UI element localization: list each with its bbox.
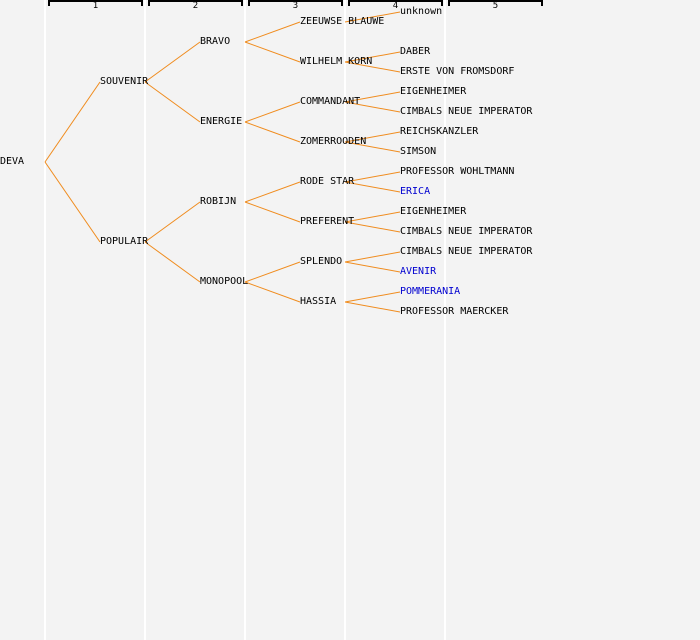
pedigree-node-gen5[interactable]: AVENIR bbox=[400, 266, 437, 277]
pedigree-node-gen4[interactable]: RODE STAR bbox=[300, 176, 355, 187]
pedigree-edge bbox=[344, 141, 401, 153]
pedigree-edge bbox=[44, 161, 101, 243]
generation-header-bracket bbox=[48, 0, 143, 6]
generation-header-1: 1 bbox=[92, 1, 99, 11]
pedigree-edge bbox=[144, 81, 201, 123]
pedigree-edge bbox=[344, 221, 401, 233]
pedigree-edge bbox=[244, 201, 301, 223]
pedigree-node-gen4[interactable]: ZEEUWSE BLAUWE bbox=[300, 16, 385, 27]
pedigree-edge bbox=[344, 211, 401, 223]
pedigree-node-gen5[interactable]: PROFESSOR MAERCKER bbox=[400, 306, 509, 317]
pedigree-edge bbox=[344, 171, 401, 183]
pedigree-edge bbox=[344, 301, 401, 313]
pedigree-edge bbox=[344, 291, 401, 303]
pedigree-edge bbox=[344, 251, 401, 263]
column-separator bbox=[44, 0, 46, 640]
pedigree-node-gen5[interactable]: CIMBALS NEUE IMPERATOR bbox=[400, 246, 533, 257]
generation-header-bracket bbox=[348, 0, 443, 6]
pedigree-edge bbox=[144, 201, 201, 243]
pedigree-node-gen3[interactable]: BRAVO bbox=[200, 36, 231, 47]
pedigree-edge bbox=[344, 131, 401, 143]
pedigree-edge bbox=[244, 101, 301, 123]
pedigree-node-gen4[interactable]: SPLENDO bbox=[300, 256, 343, 267]
pedigree-edge bbox=[244, 121, 301, 143]
pedigree-node-gen5[interactable]: EIGENHEIMER bbox=[400, 86, 467, 97]
pedigree-node-gen5[interactable]: CIMBALS NEUE IMPERATOR bbox=[400, 106, 533, 117]
generation-header-bracket bbox=[248, 0, 343, 6]
pedigree-edge bbox=[44, 81, 101, 163]
pedigree-edge bbox=[244, 41, 301, 63]
pedigree-node-gen4[interactable]: COMMANDANT bbox=[300, 96, 361, 107]
column-separator bbox=[244, 0, 246, 640]
pedigree-node-gen5[interactable]: ERICA bbox=[400, 186, 431, 197]
pedigree-node-gen1[interactable]: DEVA bbox=[0, 156, 25, 167]
pedigree-node-gen3[interactable]: ROBIJN bbox=[200, 196, 237, 207]
pedigree-node-gen5[interactable]: SIMSON bbox=[400, 146, 437, 157]
pedigree-edge bbox=[244, 181, 301, 203]
column-separator bbox=[444, 0, 446, 640]
generation-header-bracket bbox=[448, 0, 543, 6]
column-separator bbox=[144, 0, 146, 640]
pedigree-node-gen5[interactable]: ERSTE VON FROMSDORF bbox=[400, 66, 515, 77]
pedigree-node-gen5[interactable]: DABER bbox=[400, 46, 431, 57]
pedigree-node-gen5[interactable]: REICHSKANZLER bbox=[400, 126, 479, 137]
pedigree-node-gen3[interactable]: ENERGIE bbox=[200, 116, 243, 127]
pedigree-node-gen5[interactable]: POMMERANIA bbox=[400, 286, 461, 297]
pedigree-edge bbox=[344, 101, 401, 113]
pedigree-node-gen5[interactable]: unknown bbox=[400, 6, 443, 17]
generation-header-2: 2 bbox=[192, 1, 199, 11]
pedigree-edge bbox=[144, 41, 201, 83]
pedigree-node-gen5[interactable]: EIGENHEIMER bbox=[400, 206, 467, 217]
pedigree-node-gen4[interactable]: HASSIA bbox=[300, 296, 337, 307]
pedigree-node-gen4[interactable]: ZOMERROODEN bbox=[300, 136, 367, 147]
pedigree-edge bbox=[344, 11, 401, 23]
pedigree-edge bbox=[344, 61, 401, 73]
pedigree-edge bbox=[244, 261, 301, 283]
pedigree-node-gen4[interactable]: PREFERENT bbox=[300, 216, 355, 227]
generation-header-bracket bbox=[148, 0, 243, 6]
pedigree-edge bbox=[344, 91, 401, 103]
pedigree-node-gen2[interactable]: POPULAIR bbox=[100, 236, 149, 247]
pedigree-node-gen5[interactable]: PROFESSOR WOHLTMANN bbox=[400, 166, 515, 177]
pedigree-edge bbox=[344, 51, 401, 63]
generation-header-5: 5 bbox=[492, 1, 499, 11]
column-separator bbox=[344, 0, 346, 640]
generation-header-3: 3 bbox=[292, 1, 299, 11]
pedigree-edge bbox=[344, 181, 401, 193]
pedigree-node-gen2[interactable]: SOUVENIR bbox=[100, 76, 149, 87]
pedigree-edge bbox=[144, 241, 201, 283]
pedigree-node-gen4[interactable]: WILHELM KORN bbox=[300, 56, 373, 67]
pedigree-edge bbox=[244, 281, 301, 303]
pedigree-edge bbox=[244, 21, 301, 43]
pedigree-edge bbox=[344, 261, 401, 273]
generation-header-4: 4 bbox=[392, 1, 399, 11]
pedigree-node-gen5[interactable]: CIMBALS NEUE IMPERATOR bbox=[400, 226, 533, 237]
pedigree-node-gen3[interactable]: MONOPOOL bbox=[200, 276, 249, 287]
